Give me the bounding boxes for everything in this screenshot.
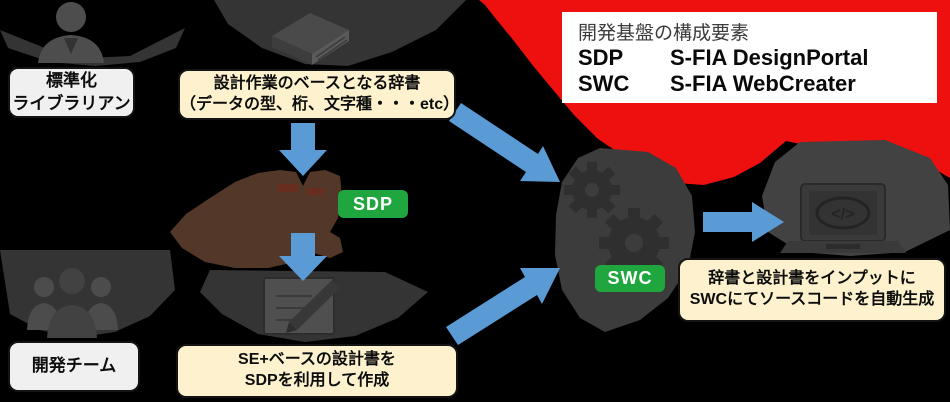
legend-box: 開発基盤の構成要素 SDP S-FIA DesignPortal SWC S-F… <box>562 12 937 103</box>
sdp-badge: SDP <box>338 190 408 218</box>
legend-heading: 開発基盤の構成要素 <box>578 23 750 44</box>
output-note: 辞書と設計書をインプットに SWCにてソースコードを自動生成 <box>678 258 946 322</box>
laptop-icon: </> <box>780 183 906 253</box>
right-arrow-swc-to-laptop <box>703 202 784 242</box>
people-group-icon <box>27 268 118 338</box>
librarian-label: 標準化 ライブラリアン <box>8 67 135 118</box>
document-pencil-icon <box>263 277 340 335</box>
dev-team-label: 開発チーム <box>8 341 140 392</box>
diagonal-arrow-dict-to-swc <box>449 103 560 182</box>
legend-name-swc: S-FIA WebCreater <box>670 71 856 97</box>
gears-icon <box>564 162 669 278</box>
legend-abbr-sdp: SDP <box>578 45 624 71</box>
dictionary-note: 設計作業のベースとなる辞書 （データの型、桁、文字種・・・etc） <box>178 69 459 120</box>
swc-badge: SWC <box>595 265 665 292</box>
legend-name-sdp: S-FIA DesignPortal <box>670 45 869 71</box>
legend-row-swc: SWC S-FIA WebCreater <box>578 72 931 97</box>
sdp-portal-shape <box>170 170 343 268</box>
design-note: SE+ベースの設計書を SDPを利用して作成 <box>176 344 458 398</box>
diagonal-arrow-design-to-swc <box>446 268 560 345</box>
down-arrow-sdp-to-design <box>279 233 327 281</box>
flow-arrows <box>279 103 784 345</box>
librarian-person-icon <box>38 2 104 63</box>
laptop-code-glyph: </> <box>831 206 854 223</box>
legend-abbr-swc: SWC <box>578 71 630 97</box>
book-icon <box>272 13 349 65</box>
down-arrow-dict-to-sdp <box>279 123 327 176</box>
sdp-portal-shape-detail <box>278 184 324 195</box>
legend-row-sdp: SDP S-FIA DesignPortal <box>578 46 931 71</box>
